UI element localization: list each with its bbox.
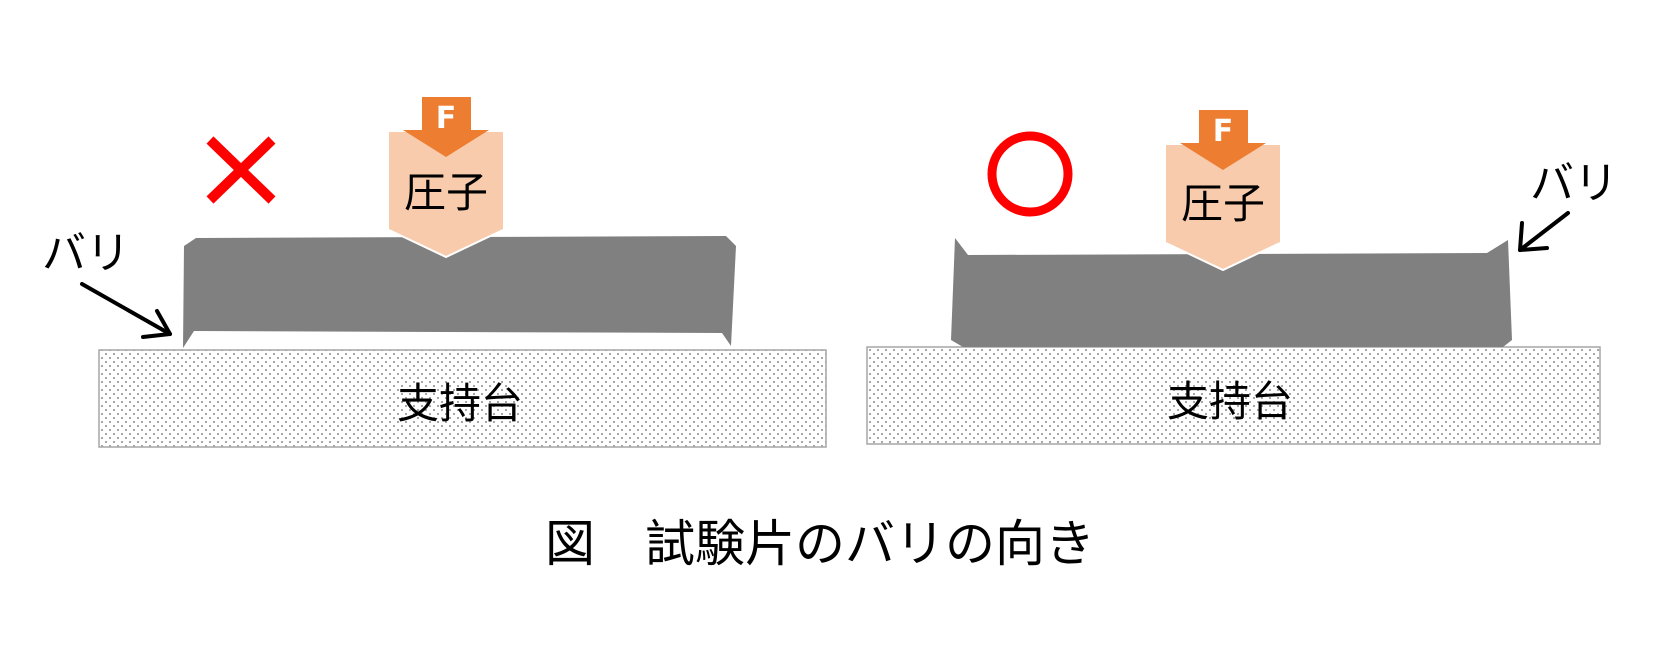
right-specimen bbox=[951, 238, 1512, 347]
right-burr-arrow-icon bbox=[1518, 211, 1570, 252]
right-indenter bbox=[1166, 145, 1280, 270]
left-force-arrow bbox=[403, 97, 489, 157]
right-indenter-tip-edge bbox=[1165, 242, 1281, 272]
right-support-label: 支持台 bbox=[1167, 377, 1293, 426]
cross-mark-icon bbox=[206, 136, 276, 204]
right-force-arrow bbox=[1180, 110, 1266, 170]
right-indenter-label: 圧子 bbox=[1181, 179, 1265, 228]
left-burr-label: バリ bbox=[42, 228, 130, 279]
circle-mark-icon bbox=[987, 131, 1073, 217]
right-support bbox=[866, 346, 1601, 445]
right-force-label: F bbox=[1213, 114, 1234, 149]
left-indenter-label: 圧子 bbox=[404, 168, 488, 217]
right-panel: 支持台 圧子 F バリ bbox=[866, 110, 1618, 445]
left-indenter-tip-edge bbox=[388, 229, 504, 259]
left-force-label: F bbox=[436, 101, 457, 136]
left-support bbox=[98, 349, 827, 448]
right-burr-label: バリ bbox=[1530, 158, 1618, 209]
left-specimen bbox=[183, 236, 736, 348]
figure-caption: 図 試験片のバリの向き bbox=[545, 515, 1095, 573]
left-indenter bbox=[389, 132, 503, 257]
left-support-label: 支持台 bbox=[397, 379, 523, 428]
left-panel: 支持台 圧子 F バリ bbox=[42, 97, 827, 448]
left-burr-arrow-icon bbox=[80, 282, 172, 339]
